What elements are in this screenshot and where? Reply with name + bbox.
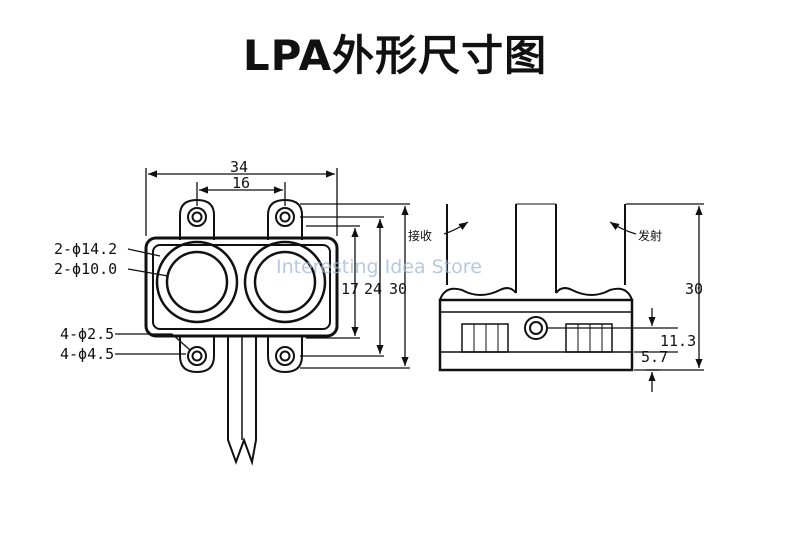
label-hole-inner: 4-ϕ2.5 xyxy=(60,325,114,343)
label-lens-inner: 2-ϕ10.0 xyxy=(54,260,117,278)
side-dimensions xyxy=(443,203,704,392)
label-receive: 接收 xyxy=(408,228,432,243)
dim-side-11-3: 11.3 xyxy=(660,332,696,350)
hole-outer-br xyxy=(275,346,295,366)
dim-side-height: 30 xyxy=(685,280,703,298)
lens-housing-right xyxy=(243,240,327,324)
watermark: Interesting Idea Store xyxy=(276,256,482,278)
hole-inner-br xyxy=(279,350,291,362)
sensor-body-outer xyxy=(144,236,339,338)
side-screw-inner xyxy=(529,321,543,335)
front-dimensions xyxy=(115,168,410,369)
hole-inner-bl xyxy=(191,350,203,362)
hole-outer-tl xyxy=(187,207,207,227)
dim-height-17: 17 xyxy=(341,280,359,298)
side-screw-outer xyxy=(524,316,548,340)
dim-hole-spacing: 16 xyxy=(232,174,250,192)
dim-height-24: 24 xyxy=(364,280,382,298)
label-lens-outer: 2-ϕ14.2 xyxy=(54,240,117,258)
page-title: LPA外形尺寸图 xyxy=(242,31,548,80)
side-body xyxy=(438,298,634,372)
hole-inner-tl xyxy=(191,211,203,223)
front-view xyxy=(144,198,339,466)
dim-height-30: 30 xyxy=(389,280,407,298)
label-hole-outer: 4-ϕ4.5 xyxy=(60,345,114,363)
sensor-body-inner xyxy=(152,244,331,330)
dim-side-5-7: 5.7 xyxy=(641,348,668,366)
hole-inner-tr xyxy=(279,211,291,223)
lens-left xyxy=(165,250,229,314)
lens-housing-left xyxy=(155,240,239,324)
side-view xyxy=(438,203,634,372)
cable xyxy=(227,336,257,466)
hole-outer-bl xyxy=(187,346,207,366)
hole-outer-tr xyxy=(275,207,295,227)
ear-bottom-right xyxy=(267,335,303,374)
ear-bottom-left xyxy=(179,335,215,374)
lens-right xyxy=(253,250,317,314)
label-emit: 发射 xyxy=(638,228,662,243)
dim-width: 34 xyxy=(230,158,248,176)
